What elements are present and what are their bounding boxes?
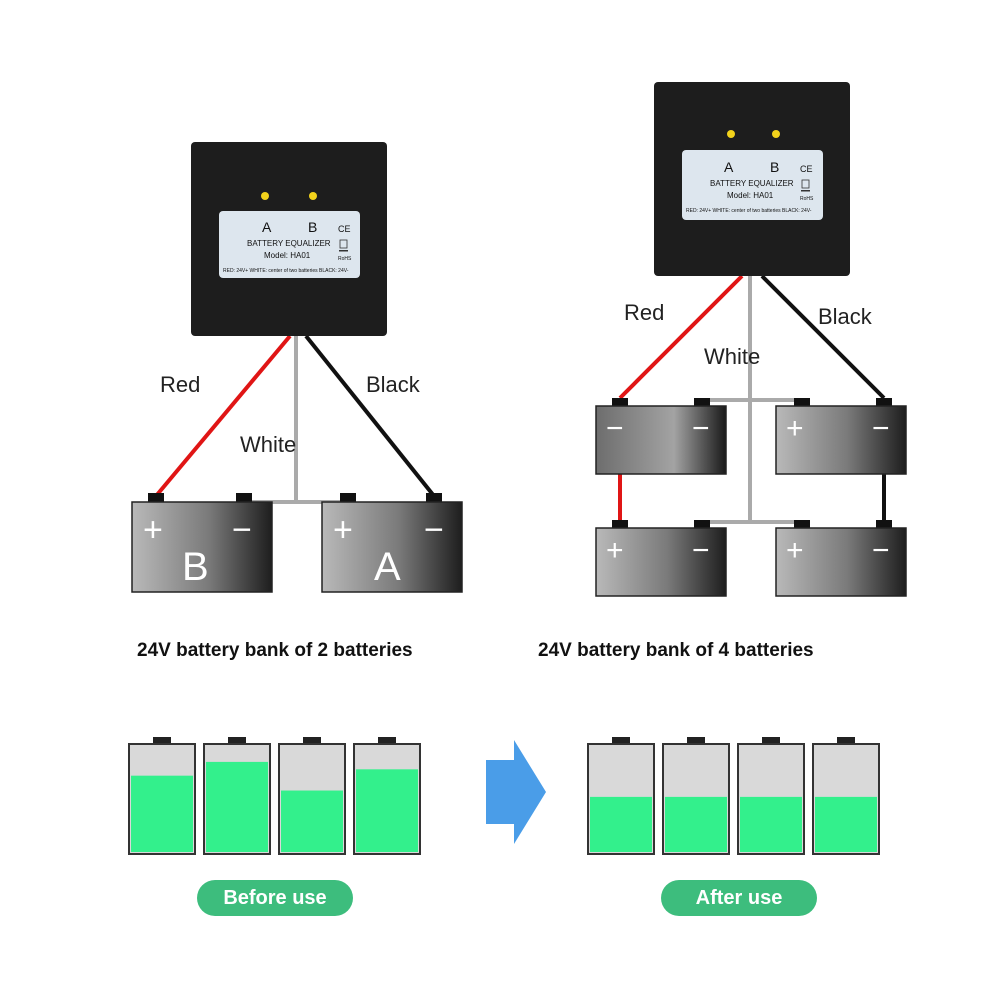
right-diagram: Red Black White A B CE BATTERY EQUALIZER…: [595, 82, 907, 597]
before-battery-3: [278, 737, 346, 855]
left-equalizer: A B CE BATTERY EQUALIZER Model: HA01 RoH…: [191, 142, 387, 336]
led-b-icon: [772, 130, 780, 138]
right-battery-top-right: + −: [775, 398, 907, 475]
right-rohs-mark: RoHS: [800, 196, 814, 202]
weee-bin-icon: [339, 239, 348, 249]
weee-bin-icon: [801, 179, 810, 189]
right-equalizer-name: BATTERY EQUALIZER: [710, 179, 794, 188]
after-battery-2-level: [665, 796, 727, 852]
right-battery-top-left-minus-b: −: [692, 412, 710, 445]
before-battery-2: [203, 737, 271, 855]
after-battery-4-level: [815, 796, 877, 852]
right-equalizer: A B CE BATTERY EQUALIZER Model: HA01 RoH…: [654, 82, 850, 276]
right-terminal-a: A: [724, 159, 734, 175]
after-batteries: [587, 737, 880, 855]
left-battery-a-plus: +: [333, 511, 353, 549]
right-ce-mark: CE: [800, 164, 813, 174]
before-battery-4-level: [356, 769, 418, 852]
before-use-badge: Before use: [197, 880, 353, 916]
left-equalizer-name: BATTERY EQUALIZER: [247, 239, 331, 248]
led-a-icon: [261, 192, 269, 200]
before-battery-3-level: [281, 790, 343, 852]
left-battery-a: + − A: [321, 493, 463, 593]
after-battery-2: [662, 737, 730, 855]
right-battery-top-right-plus: +: [786, 412, 804, 445]
left-diagram: Red Black White A B CE BATTERY EQUALIZER…: [131, 142, 463, 593]
left-battery-b-minus: −: [232, 511, 252, 549]
right-red-label: Red: [624, 300, 664, 325]
right-white-label: White: [704, 344, 760, 369]
left-equalizer-model: Model: HA01: [264, 251, 311, 260]
after-battery-1: [587, 737, 655, 855]
right-black-wire: [760, 274, 886, 400]
after-battery-3: [737, 737, 805, 855]
after-battery-3-level: [740, 796, 802, 852]
led-b-icon: [309, 192, 317, 200]
right-red-wire: [618, 274, 744, 400]
left-battery-b-plus: +: [143, 511, 163, 549]
after-use-badge: After use: [661, 880, 817, 916]
before-battery-1-level: [131, 775, 193, 852]
right-battery-bottom-left: + −: [595, 520, 727, 597]
arrow-right-icon: [486, 740, 546, 844]
before-battery-4: [353, 737, 421, 855]
left-battery-b-letter: B: [182, 545, 209, 589]
left-black-wire: [304, 334, 436, 498]
left-black-label: Black: [366, 372, 421, 397]
right-battery-bottom-right: + −: [775, 520, 907, 597]
right-battery-bottom-right-minus: −: [872, 534, 890, 567]
right-black-label: Black: [818, 304, 873, 329]
right-battery-top-left-minus-a: −: [606, 412, 624, 445]
led-a-icon: [727, 130, 735, 138]
right-wiring-note: RED: 24V+ WHITE: center of two batteries…: [686, 208, 812, 214]
left-terminal-a: A: [262, 219, 272, 235]
right-equalizer-model: Model: HA01: [727, 191, 774, 200]
left-battery-a-minus: −: [424, 511, 444, 549]
right-terminal-b: B: [770, 159, 779, 175]
before-battery-1: [128, 737, 196, 855]
left-terminal-b: B: [308, 219, 317, 235]
left-battery-a-letter: A: [374, 545, 401, 589]
left-white-label: White: [240, 432, 296, 457]
left-ce-mark: CE: [338, 224, 351, 234]
left-red-wire: [154, 334, 292, 498]
left-rohs-mark: RoHS: [338, 256, 352, 262]
left-red-label: Red: [160, 372, 200, 397]
before-battery-2-level: [206, 761, 268, 852]
left-battery-b: + − B: [131, 493, 273, 593]
left-wiring-note: RED: 24V+ WHITE: center of two batteries…: [223, 268, 349, 274]
right-battery-bottom-left-minus: −: [692, 534, 710, 567]
before-batteries: [128, 737, 421, 855]
after-battery-1-level: [590, 796, 652, 852]
right-battery-top-right-minus: −: [872, 412, 890, 445]
right-battery-bottom-right-plus: +: [786, 534, 804, 567]
left-caption: 24V battery bank of 2 batteries: [137, 640, 413, 661]
right-battery-top-left: − −: [595, 398, 727, 475]
right-caption: 24V battery bank of 4 batteries: [538, 640, 814, 661]
right-battery-bottom-left-plus: +: [606, 534, 624, 567]
after-battery-4: [812, 737, 880, 855]
